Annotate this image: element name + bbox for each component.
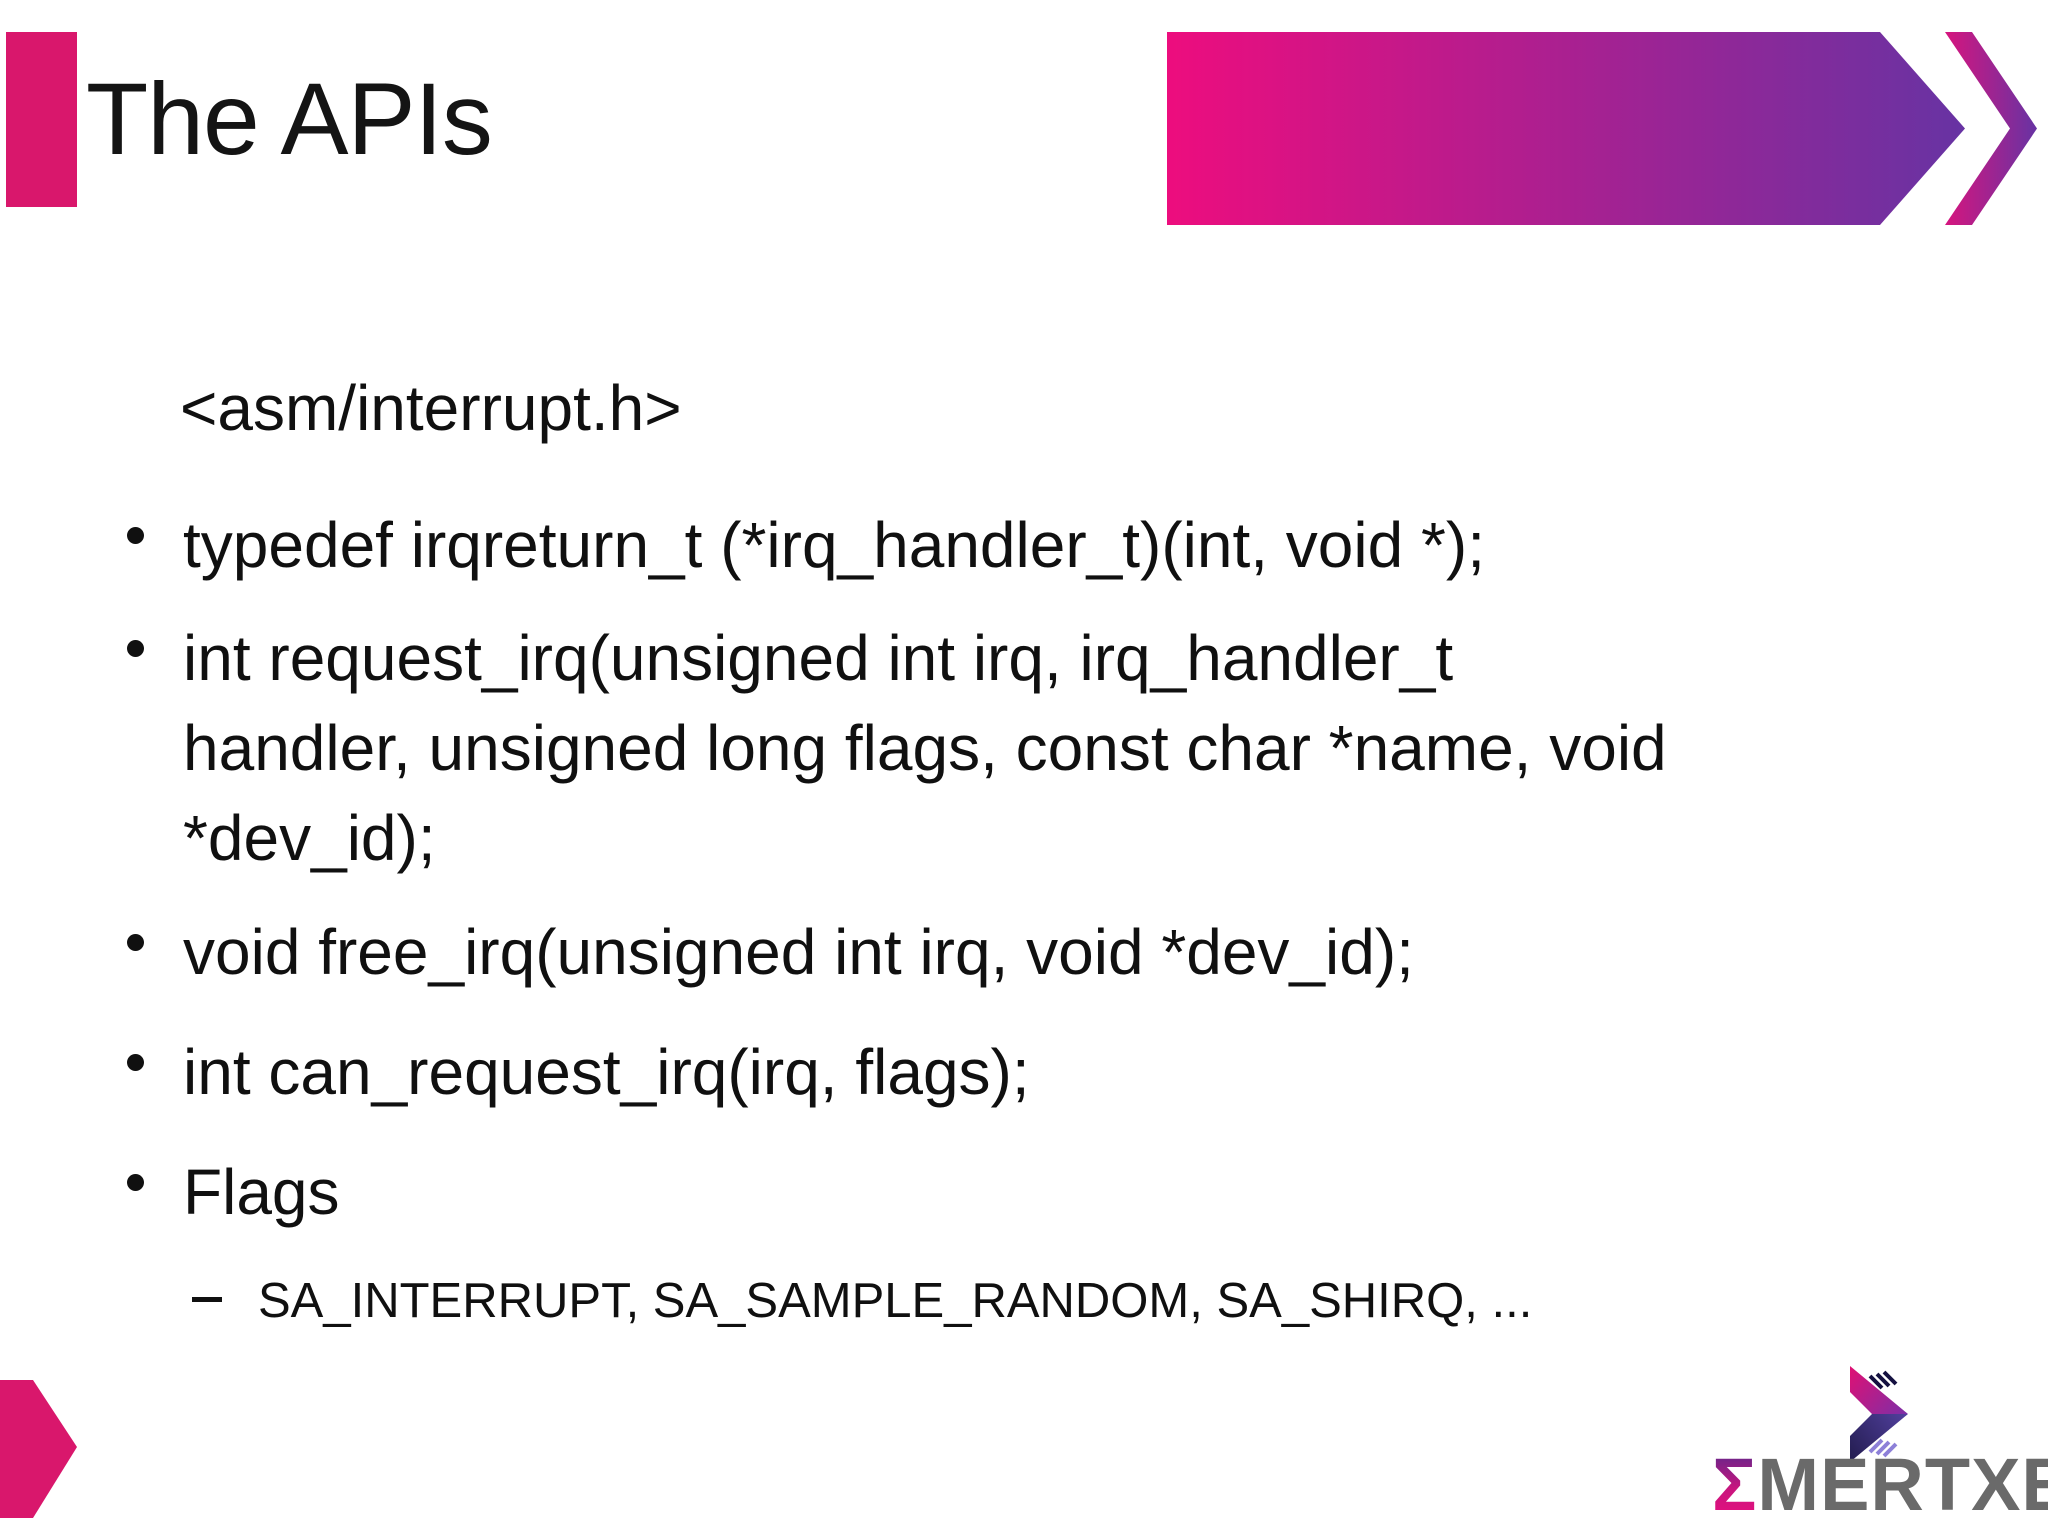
banner-arrow-graphic bbox=[1167, 32, 2037, 225]
bullet-item-request-irq: int request_irq(unsigned int irq, irq_ha… bbox=[124, 613, 2004, 883]
include-header-line: <asm/interrupt.h> bbox=[180, 372, 682, 444]
footer-arrow-icon bbox=[0, 1380, 77, 1518]
bullet-text: typedef irqreturn_t (*irq_handler_t)(int… bbox=[183, 509, 1485, 581]
bullet-item-typedef: typedef irqreturn_t (*irq_handler_t)(int… bbox=[124, 500, 2004, 590]
bullet-text: int request_irq(unsigned int irq, irq_ha… bbox=[183, 622, 1667, 874]
logo-sigma: Σ bbox=[1712, 1443, 1758, 1526]
bullet-item-free-irq: void free_irq(unsigned int irq, void *de… bbox=[124, 907, 2004, 997]
logo-wordmark-text: MERTXE bbox=[1757, 1443, 2048, 1526]
bullet-text: void free_irq(unsigned int irq, void *de… bbox=[183, 916, 1414, 988]
logo-chevron-icon bbox=[1850, 1366, 1908, 1462]
banner-arrow-shape bbox=[1167, 32, 1965, 225]
sub-bullet-flags-list: SA_INTERRUPT, SA_SAMPLE_RANDOM, SA_SHIRQ… bbox=[124, 1270, 2004, 1332]
emertxe-logo: ΣMERTXE bbox=[1710, 1360, 2048, 1525]
bullet-list: typedef irqreturn_t (*irq_handler_t)(int… bbox=[124, 500, 2004, 1237]
bullet-item-can-request-irq: int can_request_irq(irq, flags); bbox=[124, 1027, 2004, 1117]
bullet-item-flags: Flags bbox=[124, 1147, 2004, 1237]
slide-content: <asm/interrupt.h> typedef irqreturn_t (*… bbox=[124, 363, 2004, 1332]
bullet-text: Flags bbox=[183, 1156, 340, 1228]
banner-chevron-icon bbox=[1945, 32, 2037, 225]
bullet-text: int can_request_irq(irq, flags); bbox=[183, 1036, 1030, 1108]
title-accent-bar bbox=[6, 32, 77, 207]
logo-wordmark: ΣMERTXE bbox=[1712, 1448, 2048, 1522]
page-title: The APIs bbox=[86, 62, 493, 176]
